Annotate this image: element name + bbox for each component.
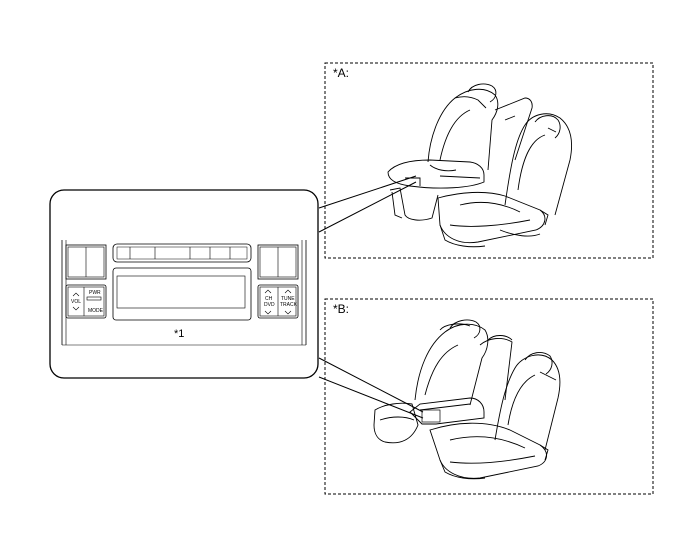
dvd-label: DVD bbox=[264, 302, 275, 308]
ch-label: CH bbox=[265, 296, 273, 302]
callout-box-b bbox=[324, 298, 654, 495]
mode-label: MODE bbox=[88, 308, 104, 314]
part-label-1: *1 bbox=[174, 328, 184, 340]
leader-lines bbox=[318, 175, 424, 419]
top-right-buttons bbox=[257, 244, 299, 280]
top-left-buttons bbox=[65, 244, 107, 280]
control-panel-callout: VOL PWR MODE CH DVD TUNE TRACK *1 bbox=[49, 189, 319, 379]
callout-label-a: *A: bbox=[333, 66, 349, 80]
leader-line-b bbox=[318, 357, 424, 419]
rear-seat-illustration-a bbox=[387, 83, 572, 248]
callout-label-b: *B: bbox=[333, 302, 349, 316]
preset-buttons bbox=[112, 243, 252, 263]
rear-seat-illustration-b bbox=[373, 319, 561, 480]
display-screen bbox=[112, 267, 252, 321]
right-control-cluster bbox=[257, 284, 299, 319]
panel-bezel bbox=[61, 240, 307, 345]
callout-box-a bbox=[324, 62, 654, 259]
tune-label: TUNE bbox=[281, 296, 295, 302]
left-control-cluster bbox=[65, 284, 107, 319]
pwr-label: PWR bbox=[89, 290, 101, 296]
vol-label: VOL bbox=[71, 299, 81, 305]
track-label: TRACK bbox=[280, 302, 298, 308]
leader-line-a bbox=[318, 175, 417, 233]
callout-frame bbox=[49, 189, 319, 379]
